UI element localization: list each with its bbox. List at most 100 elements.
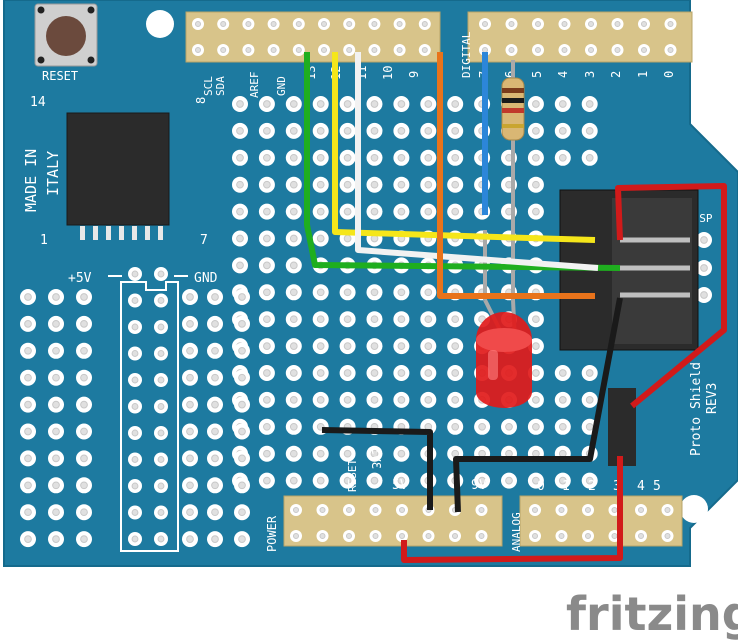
proto-pad-hole: [52, 454, 60, 463]
proto-pad-hole: [236, 234, 244, 243]
pin-label-sda: SDA: [214, 76, 227, 96]
wire-white[interactable]: [355, 52, 599, 271]
header-pin-hole: [194, 20, 202, 28]
proto-pad-hole: [289, 153, 298, 162]
proto-pad-hole: [80, 293, 88, 301]
proto-pad-hole: [80, 373, 88, 382]
proto-pad-hole: [424, 100, 433, 108]
wire-black[interactable]: [321, 297, 623, 513]
proto-pad-hole: [263, 180, 271, 189]
jumper-header: [608, 388, 636, 466]
proto-pad-hole: [316, 315, 325, 324]
wire-yellow[interactable]: [332, 52, 596, 243]
header-pin-hole: [534, 46, 542, 54]
proto-pad-hole: [289, 476, 298, 485]
proto-pad-hole: [370, 207, 379, 216]
header-pin-hole: [398, 532, 406, 540]
proto-pad-hole: [52, 535, 60, 543]
proto-pad-hole: [397, 342, 406, 350]
rail-pad-gnd-hole: [157, 482, 165, 490]
header-pin-hole: [584, 506, 592, 514]
pin-label-d3: 3: [583, 71, 597, 78]
proto-pad-hole: [558, 422, 567, 431]
header-pin-hole: [611, 532, 618, 540]
header-pin-hole: [637, 532, 645, 540]
proto-pad-hole: [397, 476, 406, 485]
header-pin-hole: [371, 46, 378, 54]
rail-pad-gnd-hole: [157, 376, 165, 384]
proto-pad-hole: [186, 508, 194, 517]
header-pin-hole: [508, 20, 515, 28]
proto-pad-hole: [24, 481, 32, 490]
reset-button[interactable]: [34, 3, 98, 67]
resistor[interactable]: [501, 77, 525, 141]
header-pin-hole: [478, 506, 485, 514]
proto-pad-hole: [343, 100, 352, 108]
header-pin-hole: [584, 532, 592, 540]
proto-pad-hole: [211, 535, 219, 543]
proto-pad-hole: [24, 400, 32, 409]
proto-pad-hole: [211, 346, 219, 355]
header-pin-hole: [614, 46, 621, 54]
proto-pad-hole: [532, 100, 540, 108]
proto-pad-hole: [451, 422, 460, 431]
header-pin-hole: [270, 46, 277, 54]
proto-pad-hole: [238, 454, 246, 463]
proto-pad-hole: [451, 207, 460, 216]
header-pin-hole: [245, 20, 252, 28]
rail-pad-plus5v-hole: [131, 509, 139, 516]
rail-pad-plus5v-hole: [131, 323, 139, 331]
rail-pad-plus5v-hole: [131, 403, 139, 410]
header-pin-hole: [531, 506, 539, 514]
proto-pad-hole: [316, 476, 325, 485]
pin-label-d6: 6: [503, 71, 517, 78]
pin-label-d9: 9: [407, 71, 421, 78]
proto-pad-hole: [24, 535, 32, 543]
proto-pad-hole: [52, 400, 60, 409]
proto-pad-hole: [343, 180, 352, 189]
proto-pad-hole: [263, 315, 271, 324]
ic-pin-14-label: 14: [30, 95, 46, 110]
wire-red[interactable]: [401, 183, 727, 563]
proto-pad-hole: [289, 288, 298, 297]
proto-pad-hole: [52, 481, 60, 490]
pin-label-d10: 10: [381, 66, 395, 80]
proto-pad-hole: [343, 449, 352, 458]
pin-label-d4: 4: [556, 71, 570, 78]
proto-pad-hole: [236, 207, 244, 216]
header-pin-hole: [421, 46, 428, 54]
proto-pad-hole: [263, 396, 271, 404]
proto-pad-hole: [451, 100, 460, 108]
proto-pad-hole: [80, 346, 88, 355]
proto-pad-hole: [585, 476, 594, 485]
proto-pad-hole: [211, 320, 219, 328]
proto-pad-hole: [52, 320, 60, 328]
proto-pad-hole: [397, 315, 406, 324]
red-led[interactable]: [476, 312, 532, 408]
rail-pad-plus5v-hole: [131, 270, 139, 278]
ic-chip-pins: [80, 226, 163, 240]
wire-orange[interactable]: [437, 52, 595, 299]
proto-pad-hole: [343, 288, 352, 297]
fritzing-logo: fritzing: [566, 587, 738, 641]
icsp-pad-hole: [700, 291, 708, 299]
proto-pad-hole: [343, 369, 352, 377]
proto-pad-hole: [451, 315, 460, 324]
header-pin-hole: [372, 532, 379, 540]
proto-pad-hole: [211, 293, 219, 301]
proto-shield-label: Proto Shield: [689, 362, 704, 456]
proto-pad-hole: [585, 153, 594, 162]
proto-pad-hole: [238, 400, 246, 409]
proto-pad-hole: [289, 422, 298, 431]
proto-pad-hole: [52, 373, 60, 382]
proto-pad-hole: [370, 288, 379, 297]
proto-pad-hole: [236, 153, 244, 162]
proto-pad-hole: [24, 293, 32, 301]
wire-green[interactable]: [304, 52, 621, 271]
proto-pad-hole: [397, 396, 406, 404]
header-pin-hole: [561, 20, 568, 28]
proto-pad-hole: [263, 234, 271, 243]
proto-pad-hole: [424, 369, 433, 377]
proto-pad-hole: [80, 320, 88, 328]
header-pin-hole: [319, 506, 326, 514]
